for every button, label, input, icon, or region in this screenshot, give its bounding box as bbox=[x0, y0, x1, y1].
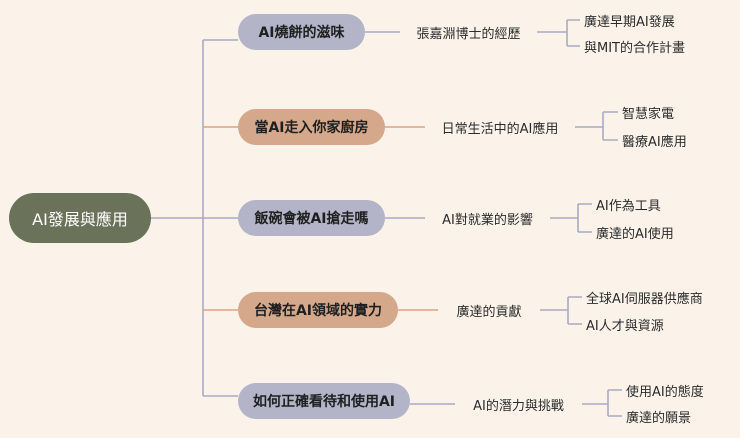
branch-node-5[interactable]: 如何正確看待和使用AI bbox=[238, 383, 410, 419]
leaf-node-3-2[interactable]: 廣達的AI使用 bbox=[596, 226, 674, 242]
leaf-node-4-2[interactable]: AI人才與資源 bbox=[586, 318, 664, 334]
topic-node-1[interactable]: 張嘉淵博士的經歷 bbox=[416, 26, 521, 42]
connector-leaves-5 bbox=[582, 389, 622, 417]
leaf-node-5-1[interactable]: 使用AI的態度 bbox=[626, 384, 704, 400]
leaf-node-4-1[interactable]: 全球AI伺服器供應商 bbox=[586, 291, 703, 307]
branch-node-2[interactable]: 當AI走入你家廚房 bbox=[238, 109, 385, 145]
leaf-node-3-1[interactable]: AI作為工具 bbox=[596, 198, 661, 214]
topic-node-3[interactable]: AI對就業的影響 bbox=[442, 212, 533, 228]
leaf-node-1-1[interactable]: 廣達早期AI發展 bbox=[584, 14, 675, 30]
branch-node-1[interactable]: AI燒餅的滋味 bbox=[238, 14, 365, 50]
root-node[interactable]: AI發展與應用 bbox=[9, 193, 151, 243]
connector-leaves-2 bbox=[575, 111, 618, 141]
leaf-node-1-2[interactable]: 與MIT的合作計畫 bbox=[584, 40, 685, 56]
leaf-node-2-2[interactable]: 醫療AI應用 bbox=[622, 134, 687, 150]
topic-node-5[interactable]: AI的潛力與挑戰 bbox=[473, 398, 564, 414]
connector-leaves-4 bbox=[540, 296, 582, 325]
connector-leaves-3 bbox=[550, 203, 592, 233]
leaf-node-2-1[interactable]: 智慧家電 bbox=[622, 106, 675, 122]
topic-node-4[interactable]: 廣達的貢獻 bbox=[456, 304, 522, 320]
branch-node-3[interactable]: 飯碗會被AI搶走嗎 bbox=[238, 200, 385, 236]
branch-node-4[interactable]: 台灣在AI領域的實力 bbox=[238, 292, 398, 328]
leaf-node-5-2[interactable]: 廣達的願景 bbox=[626, 410, 692, 426]
connector-leaves-1 bbox=[537, 19, 580, 47]
topic-node-2[interactable]: 日常生活中的AI應用 bbox=[441, 121, 559, 137]
